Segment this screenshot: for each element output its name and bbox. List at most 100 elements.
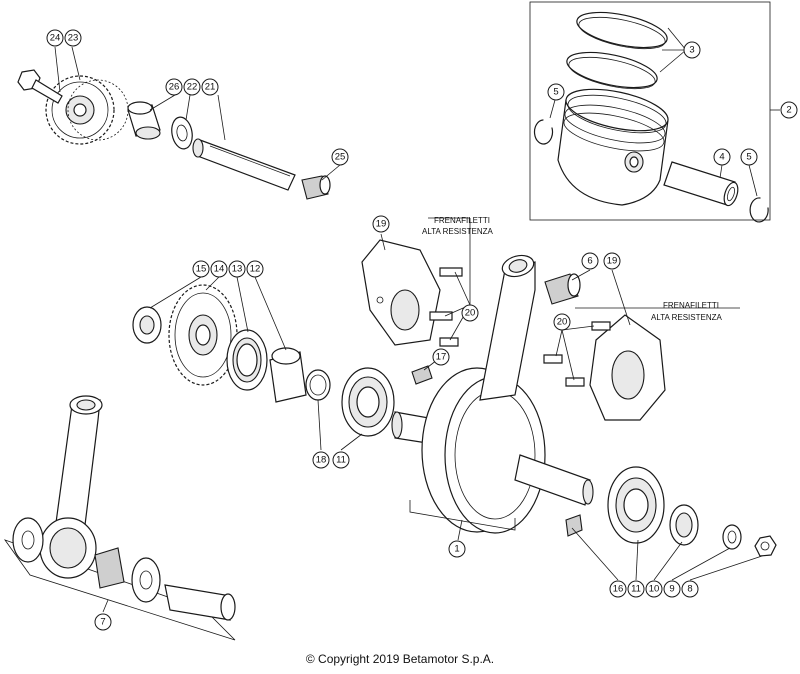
svg-text:17: 17 (436, 352, 447, 363)
svg-text:6: 6 (587, 256, 592, 267)
svg-text:9: 9 (669, 584, 674, 595)
svg-text:19: 19 (607, 256, 618, 267)
svg-text:15: 15 (196, 264, 207, 275)
shim-18 (305, 369, 331, 401)
key-crank-right (565, 514, 583, 537)
callout-2: 2 (780, 101, 798, 119)
callout-5-right: 5 (740, 148, 758, 166)
svg-text:23: 23 (68, 33, 79, 44)
washer-kit-right (131, 557, 161, 603)
connecting-rod-7 (39, 395, 103, 579)
svg-text:7: 7 (100, 617, 105, 628)
needle-bearing-6 (544, 273, 581, 305)
callout-15: 15 (192, 260, 210, 278)
callout-11-right: 11 (627, 580, 645, 598)
callout-17: 17 (432, 348, 450, 366)
svg-text:21: 21 (205, 82, 216, 93)
plate-19-right (589, 314, 666, 421)
svg-text:11: 11 (631, 584, 641, 595)
thread-lock-note-1: FRENAFILETTI ALTA RESISTENZA (422, 216, 493, 236)
callout-12: 12 (246, 260, 264, 278)
connecting-rod-main (479, 254, 536, 401)
circlip-right (749, 197, 769, 223)
callout-9: 9 (663, 580, 681, 598)
note-2-line-1: FRENAFILETTI (663, 301, 719, 310)
bolts-20-right (543, 321, 611, 387)
callout-8: 8 (681, 580, 699, 598)
copyright-footer: © Copyright 2019 Betamotor S.p.A. (305, 652, 495, 666)
piston-kit-box (529, 1, 780, 221)
callout-13: 13 (228, 260, 246, 278)
bolts-20-left (429, 267, 463, 347)
callout-21: 21 (201, 78, 219, 96)
note-2-line-2: ALTA RESISTENZA (651, 313, 722, 322)
callout-18: 18 (312, 451, 330, 469)
callout-11-left: 11 (332, 451, 350, 469)
callout-26: 26 (165, 78, 183, 96)
piston-rings (566, 11, 668, 90)
bushing-10 (669, 504, 699, 546)
callout-7: 7 (94, 613, 112, 631)
note-1-line-2: ALTA RESISTENZA (422, 227, 493, 236)
svg-text:4: 4 (719, 152, 724, 163)
leader-lines (54, 27, 763, 613)
svg-text:19: 19 (376, 219, 387, 230)
svg-text:24: 24 (50, 33, 61, 44)
gear-14 (168, 284, 238, 386)
circlip-left (533, 119, 554, 145)
svg-text:12: 12 (250, 264, 261, 275)
spacer-12 (269, 347, 307, 403)
callout-14: 14 (210, 260, 228, 278)
bearing-11-left (341, 367, 395, 437)
svg-text:10: 10 (649, 584, 660, 595)
washer-9 (722, 524, 742, 550)
callout-23: 23 (64, 29, 82, 47)
needle-bearing-kit (94, 547, 125, 589)
washer-22 (171, 116, 193, 150)
callout-3: 3 (683, 41, 701, 59)
bolt-24 (17, 69, 63, 104)
callout-25: 25 (331, 148, 349, 166)
callout-19-left: 19 (372, 215, 390, 233)
callout-24: 24 (46, 29, 64, 47)
svg-text:25: 25 (335, 152, 346, 163)
callout-20-right: 20 (553, 313, 571, 331)
svg-text:18: 18 (316, 455, 327, 466)
svg-text:3: 3 (689, 45, 694, 56)
gear-23 (45, 75, 129, 145)
svg-text:8: 8 (687, 584, 692, 595)
callout-20-left: 20 (461, 304, 479, 322)
svg-text:20: 20 (557, 317, 568, 328)
note-1-line-1: FRENAFILETTI (434, 216, 490, 225)
piston (557, 88, 669, 206)
key-17 (411, 365, 433, 385)
svg-text:2: 2 (786, 105, 791, 116)
svg-text:11: 11 (336, 455, 346, 466)
thread-lock-note-2: FRENAFILETTI ALTA RESISTENZA (651, 301, 722, 322)
callout-16: 16 (609, 580, 627, 598)
svg-text:22: 22 (187, 82, 198, 93)
plate-19-left (361, 239, 441, 346)
svg-text:20: 20 (465, 308, 476, 319)
callout-22: 22 (183, 78, 201, 96)
svg-text:5: 5 (553, 87, 558, 98)
pin-kit (164, 584, 236, 621)
svg-text:26: 26 (169, 82, 180, 93)
piston-pin (663, 161, 739, 207)
svg-text:5: 5 (746, 152, 751, 163)
seal-13 (226, 329, 268, 391)
svg-text:14: 14 (214, 264, 225, 275)
svg-text:1: 1 (454, 544, 459, 555)
bushing-26 (127, 101, 161, 140)
bearing-11-right (607, 466, 665, 544)
callout-4: 4 (713, 148, 731, 166)
nut-8 (754, 535, 777, 557)
callout-1: 1 (448, 540, 466, 558)
callout-6: 6 (581, 252, 599, 270)
svg-text:13: 13 (232, 264, 243, 275)
needle-bearing-25 (301, 175, 331, 200)
callout-5-left: 5 (547, 83, 565, 101)
crankshaft-1 (391, 367, 594, 534)
